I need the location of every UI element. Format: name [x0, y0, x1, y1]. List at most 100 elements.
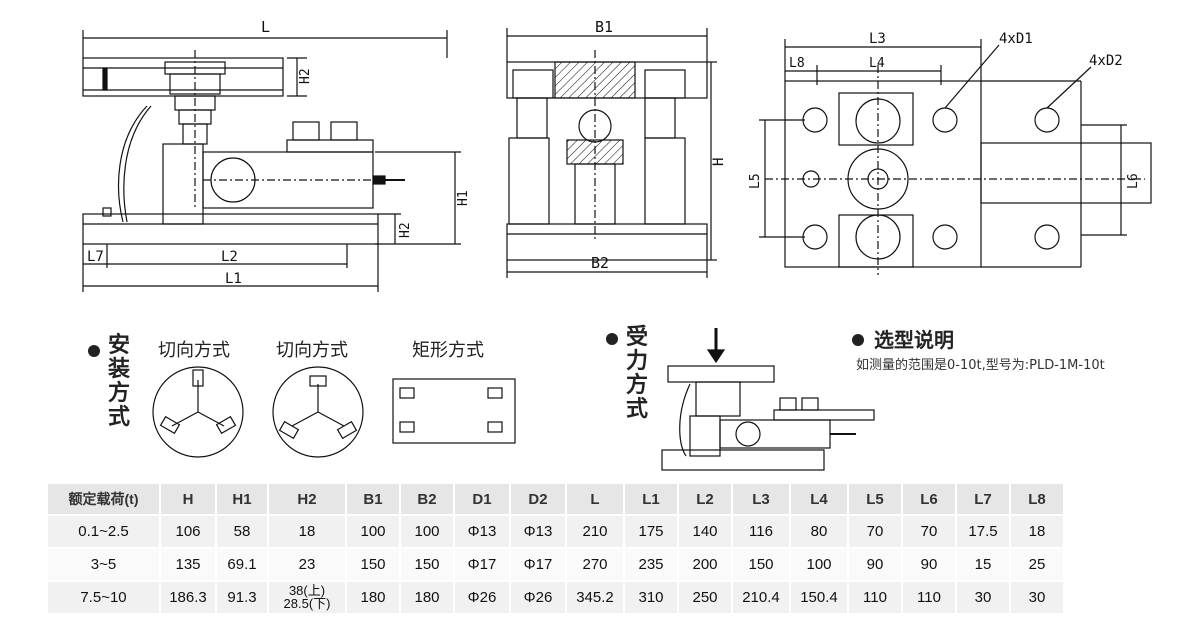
table-cell: 58	[217, 516, 267, 547]
rectangular-diagram	[392, 378, 516, 444]
table-cell: Φ26	[511, 582, 565, 613]
label-L5: L5	[748, 173, 763, 189]
header-L8: L8	[1011, 484, 1063, 514]
header-B2: B2	[401, 484, 453, 514]
install-option-3: 矩形方式	[412, 340, 484, 361]
table-cell: 345.2	[567, 582, 623, 613]
install-bullet	[88, 342, 100, 361]
top-view-drawing: L3 4xD1 4xD2 L8 L4 L5 L6	[748, 31, 1152, 275]
label-L3: L3	[869, 31, 886, 47]
table-cell: 150	[401, 549, 453, 580]
table-cell: 17.5	[957, 516, 1009, 547]
table-cell: 140	[679, 516, 731, 547]
label-4xD2: 4xD2	[1089, 53, 1123, 69]
header-rated-load: 额定载荷(t)	[48, 484, 159, 514]
table-cell: 186.3	[161, 582, 215, 613]
table-cell: 150	[733, 549, 789, 580]
header-H: H	[161, 484, 215, 514]
table-cell: 90	[849, 549, 901, 580]
label-B1: B1	[595, 18, 613, 36]
table-cell: 235	[625, 549, 677, 580]
selection-bullet	[852, 331, 864, 350]
header-L4: L4	[791, 484, 847, 514]
table-cell: 0.1~2.5	[48, 516, 159, 547]
table-cell: 210.4	[733, 582, 789, 613]
label-H: H	[711, 158, 727, 166]
table-cell: Φ13	[511, 516, 565, 547]
table-cell: 70	[903, 516, 955, 547]
table-cell: 175	[625, 516, 677, 547]
table-cell: 210	[567, 516, 623, 547]
table-cell: 23	[269, 549, 345, 580]
header-L: L	[567, 484, 623, 514]
header-L6: L6	[903, 484, 955, 514]
label-L1: L1	[225, 271, 242, 287]
table-cell: 106	[161, 516, 215, 547]
label-B2: B2	[591, 254, 609, 272]
table-cell: 310	[625, 582, 677, 613]
label-L6: L6	[1126, 173, 1141, 189]
table-cell: 180	[347, 582, 399, 613]
label-H2-top: H2	[298, 68, 313, 84]
table-cell: 30	[1011, 582, 1063, 613]
table-cell: Φ17	[455, 549, 509, 580]
label-4xD1: 4xD1	[999, 31, 1033, 47]
table-cell: 200	[679, 549, 731, 580]
table-cell: 18	[269, 516, 345, 547]
spec-table-container: 额定载荷(t) H H1 H2 B1 B2 D1 D2 L L1 L2 L3 L…	[46, 482, 1065, 615]
table-cell: 110	[849, 582, 901, 613]
tangential-diagram-1	[152, 366, 244, 458]
table-cell: 15	[957, 549, 1009, 580]
selection-description: 如测量的范围是0-10t,型号为:PLD-1M-10t	[856, 358, 1105, 373]
h2-upper-value: 38(上)	[288, 582, 326, 598]
table-cell: 70	[849, 516, 901, 547]
table-cell: 135	[161, 549, 215, 580]
label-L8: L8	[789, 56, 805, 71]
table-cell: 100	[347, 516, 399, 547]
selection-title: 选型说明	[874, 328, 954, 352]
force-title: 受力方式	[625, 325, 648, 422]
header-L5: L5	[849, 484, 901, 514]
table-cell-h2-split: 38(上) 28.5(下)	[269, 582, 345, 613]
label-H1: H1	[456, 190, 471, 206]
label-L2: L2	[221, 249, 238, 265]
table-cell: 100	[791, 549, 847, 580]
table-cell: 180	[401, 582, 453, 613]
table-cell: Φ13	[455, 516, 509, 547]
table-cell: Φ17	[511, 549, 565, 580]
table-cell: 3~5	[48, 549, 159, 580]
label-H2-bottom: H2	[398, 222, 413, 238]
install-title: 安装方式	[107, 333, 130, 430]
front-view-drawing: B1 H B2	[506, 18, 727, 278]
table-cell: 150	[347, 549, 399, 580]
table-cell: 69.1	[217, 549, 267, 580]
table-cell: 270	[567, 549, 623, 580]
table-cell: 25	[1011, 549, 1063, 580]
label-L: L	[261, 18, 270, 36]
table-cell: 80	[791, 516, 847, 547]
header-L3: L3	[733, 484, 789, 514]
install-option-1: 切向方式	[158, 340, 230, 361]
force-bullet	[606, 330, 618, 349]
table-row: 7.5~10 186.3 91.3 38(上) 28.5(下) 180 180 …	[48, 582, 1063, 613]
table-cell: 116	[733, 516, 789, 547]
label-L4: L4	[869, 56, 885, 71]
label-L7: L7	[87, 249, 104, 265]
header-L7: L7	[957, 484, 1009, 514]
table-cell: 91.3	[217, 582, 267, 613]
header-D1: D1	[455, 484, 509, 514]
table-row: 0.1~2.5 106 58 18 100 100 Φ13 Φ13 210 17…	[48, 516, 1063, 547]
side-view-drawing: L H2 H1 H2 L7 L2 L1	[82, 18, 471, 292]
spec-table: 额定载荷(t) H H1 H2 B1 B2 D1 D2 L L1 L2 L3 L…	[46, 482, 1065, 615]
table-cell: 18	[1011, 516, 1063, 547]
header-B1: B1	[347, 484, 399, 514]
h2-lower-value: 28.5(下)	[283, 595, 331, 611]
force-diagram	[661, 328, 875, 471]
spec-table-header-row: 额定载荷(t) H H1 H2 B1 B2 D1 D2 L L1 L2 L3 L…	[48, 484, 1063, 514]
header-H1: H1	[217, 484, 267, 514]
table-row: 3~5 135 69.1 23 150 150 Φ17 Φ17 270 235 …	[48, 549, 1063, 580]
table-cell: 250	[679, 582, 731, 613]
install-option-2: 切向方式	[276, 340, 348, 361]
table-cell: 30	[957, 582, 1009, 613]
tangential-diagram-2	[272, 366, 364, 458]
